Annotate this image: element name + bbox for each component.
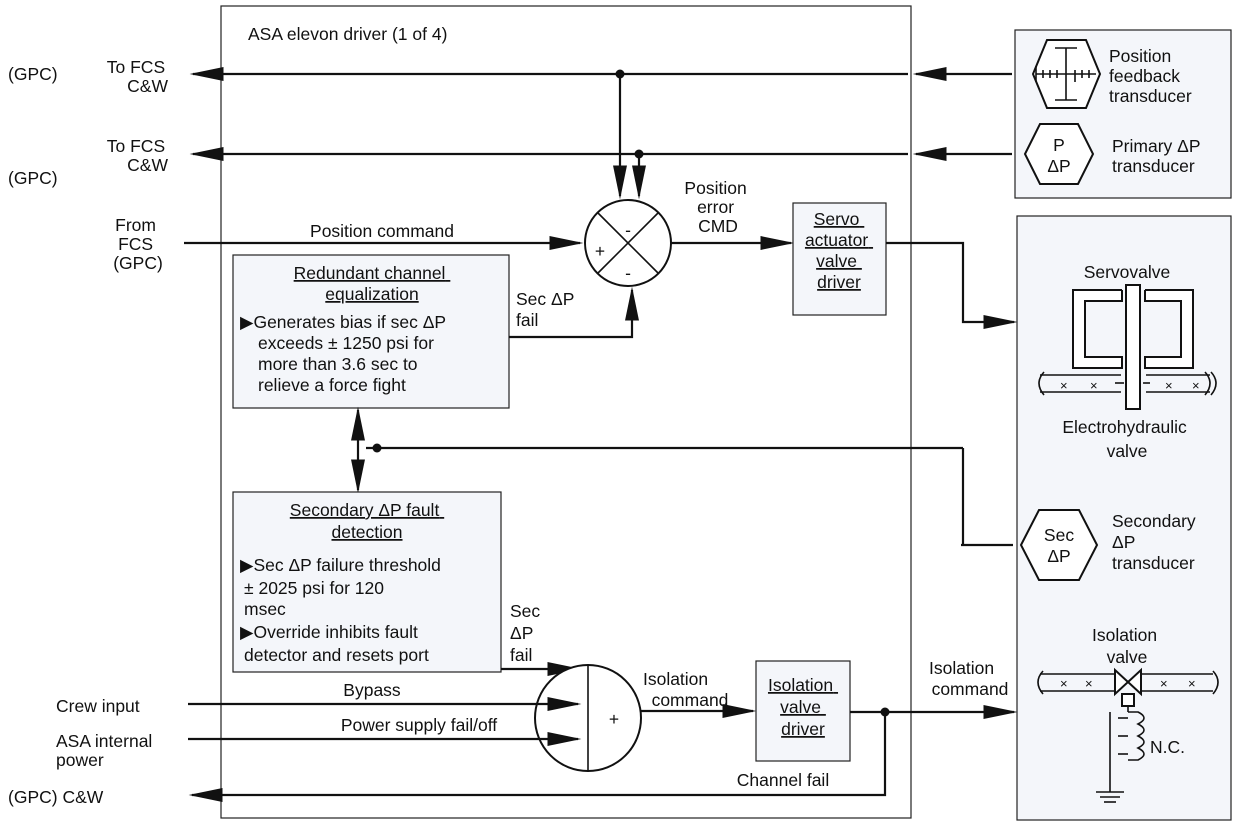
redundant-channel-equalization-box xyxy=(232,254,510,409)
servovalve-drive-line xyxy=(886,241,1018,329)
secondary-box-title: Secondary ΔP fault detection xyxy=(290,500,444,542)
svg-text:ΔP: ΔP xyxy=(1047,546,1070,566)
to-fcs-label-2: To FCS C&W xyxy=(107,136,170,175)
isolation-driver-label: Isolation valve driver xyxy=(768,675,838,739)
redundant-box-title: Redundant channel equalization xyxy=(294,263,451,304)
svg-text:P: P xyxy=(1053,135,1065,155)
nc-label: N.C. xyxy=(1150,737,1185,757)
sec-dp-fail-label-1: Sec ΔP fail xyxy=(516,289,579,330)
channel-fail-label: Channel fail xyxy=(737,770,829,790)
gpc-label-1: (GPC) xyxy=(8,64,58,84)
svg-text:+: + xyxy=(609,709,619,729)
electrohydraulic-pipe-icon: × × × × xyxy=(1038,371,1217,396)
svg-text:×: × xyxy=(1060,676,1068,691)
junction-dot xyxy=(634,149,644,159)
svg-text:×: × xyxy=(1160,676,1168,691)
servo-actuator-valve-driver xyxy=(792,202,887,316)
power-supply-label: Power supply fail/off xyxy=(341,715,497,735)
or-gate: + xyxy=(534,664,642,772)
servovalve-label: Servovalve xyxy=(1084,262,1171,282)
primary-dp-transducer-icon: P ΔP xyxy=(1023,123,1095,185)
summing-junction: + - - xyxy=(584,199,672,287)
svg-text:ΔP: ΔP xyxy=(1047,156,1070,176)
svg-text:Sec: Sec xyxy=(1044,525,1074,545)
isolation-command-label-1: Isolation command xyxy=(643,669,728,710)
asa-internal-power-label: ASA internal power xyxy=(56,731,157,770)
svg-text:×: × xyxy=(1188,676,1196,691)
servo-driver-label: Servo actuator valve driver xyxy=(805,209,873,292)
channel-fail-line xyxy=(188,712,887,802)
gpc-label-2: (GPC) xyxy=(8,168,58,188)
svg-text:-: - xyxy=(625,263,631,283)
position-feedback-label: Position feedback transducer xyxy=(1109,46,1192,106)
svg-text:×: × xyxy=(1090,378,1098,393)
redundant-box-text: ▶Generates bias if sec ΔP exceeds ± 1250… xyxy=(240,312,451,395)
svg-text:×: × xyxy=(1192,378,1200,393)
secondary-box-text: ▶Sec ΔP failure threshold ± 2025 psi for… xyxy=(240,555,446,665)
isolation-command-label-2: Isolation command xyxy=(929,658,1008,699)
solenoid-coil-icon xyxy=(1096,711,1145,803)
secondary-dp-transducer-icon: Sec ΔP xyxy=(1019,509,1099,581)
svg-text:×: × xyxy=(1165,378,1173,393)
position-feedback-transducer-icon xyxy=(1031,39,1102,109)
svg-text:×: × xyxy=(1085,676,1093,691)
sec-dp-fail-label-2: Sec ΔP fail xyxy=(510,601,545,665)
bypass-label: Bypass xyxy=(343,680,401,700)
isolation-valve-label: Isolation valve xyxy=(1092,625,1162,667)
sec-dp-fail-to-junction xyxy=(509,286,639,339)
gpc-cw-label: (GPC) C&W xyxy=(8,787,104,807)
main-title: ASA elevon driver (1 of 4) xyxy=(248,24,447,44)
position-command-label: Position command xyxy=(310,221,454,241)
svg-text:×: × xyxy=(1060,378,1068,393)
isolation-valve-driver xyxy=(755,660,851,762)
secondary-dp-fault-detection-box xyxy=(232,491,502,673)
svg-text:+: + xyxy=(595,241,605,261)
junction-dot xyxy=(615,69,625,79)
to-fcs-label-1: To FCS C&W xyxy=(107,57,170,96)
electrohydraulic-label: Electrohydraulic valve xyxy=(1062,417,1191,461)
secondary-dp-label: Secondary ΔP transducer xyxy=(1112,511,1201,573)
isolation-valve-icon: × × × × xyxy=(1037,667,1219,712)
svg-text:-: - xyxy=(625,220,631,240)
crew-input-label: Crew input xyxy=(56,696,140,716)
from-fcs-label: From FCS (GPC) xyxy=(113,215,163,273)
position-error-label: Position error CMD xyxy=(684,178,751,236)
servovalve-icon xyxy=(1072,284,1194,410)
primary-dp-label: Primary ΔP transducer xyxy=(1112,136,1205,176)
